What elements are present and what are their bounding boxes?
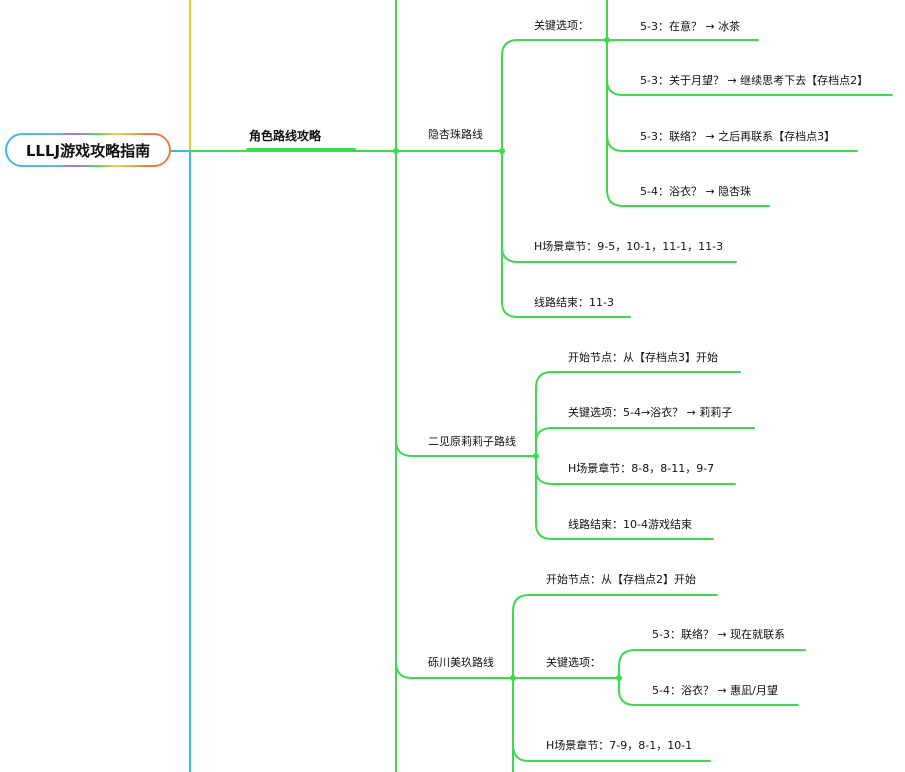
- r2-h-scenes[interactable]: H场景章节：8-8，8-11，9-7: [568, 462, 715, 475]
- r3-choice-1[interactable]: 5-3：联络？ → 现在就联系: [652, 628, 786, 641]
- r1-choice-4[interactable]: 5-4：浴衣？ → 隐杏珠: [640, 185, 752, 198]
- r2-key-choices[interactable]: 关键选项：5-4→浴衣？ → 莉莉子: [568, 406, 733, 419]
- route2-line: [395, 439, 537, 457]
- root-node[interactable]: LLLJ游戏攻略指南: [5, 133, 171, 167]
- r1-key-choices-label[interactable]: 关键选项：: [534, 19, 589, 32]
- r1-h-scenes[interactable]: H场景章节：9-5，10-1，11-1，11-3: [534, 240, 724, 253]
- r3-choice-2[interactable]: 5-4：浴衣？ → 惠凪/月望: [652, 684, 778, 697]
- r3-h-scenes[interactable]: H场景章节：7-9，8-1，10-1: [546, 739, 693, 752]
- r2-route-end[interactable]: 线路结束：10-4游戏结束: [568, 518, 692, 531]
- r1-route-end[interactable]: 线路结束：11-3: [534, 296, 614, 309]
- root-node-title: LLLJ游戏攻略指南: [7, 135, 169, 165]
- r1-choice-2[interactable]: 5-3：关于月望？ → 继续思考下去【存档点2】: [640, 74, 869, 87]
- r2-start-line: [535, 371, 741, 389]
- route-node-miku[interactable]: 砾川美玖路线: [428, 656, 494, 669]
- r3-choice-1-line: [618, 649, 806, 667]
- r2-key-line: [535, 427, 755, 443]
- r1-choice-1[interactable]: 5-3：在意？ → 冰茶: [640, 20, 741, 33]
- r3-start-node[interactable]: 开始节点：从【存档点2】开始: [546, 573, 696, 586]
- r1-h-line: [501, 246, 737, 263]
- r3-key-choices-label[interactable]: 关键选项：: [546, 656, 601, 669]
- route3-line: [395, 661, 514, 679]
- r1-keychoice-line: [501, 39, 608, 57]
- r1-choice-3[interactable]: 5-3：联络？ → 之后再联系【存档点3】: [640, 130, 836, 143]
- r2-h-line: [535, 469, 736, 485]
- route-node-ririko[interactable]: 二见原莉莉子路线: [428, 435, 516, 448]
- r2-start-node[interactable]: 开始节点：从【存档点3】开始: [568, 351, 718, 364]
- r3-start-line: [512, 594, 718, 612]
- r1-end-line: [501, 301, 631, 318]
- r1-choice-2-line: [606, 79, 893, 96]
- r3-choice-2-line: [618, 689, 799, 706]
- route-node-yinxingzhu[interactable]: 隐杏珠路线: [428, 128, 483, 141]
- r1-choice-4-line: [606, 189, 770, 207]
- r2-end-line: [535, 523, 714, 540]
- r3-h-line: [512, 744, 711, 762]
- branch-node-character-routes[interactable]: 角色路线攻略: [249, 129, 322, 143]
- r1-choice-3-line: [606, 134, 858, 152]
